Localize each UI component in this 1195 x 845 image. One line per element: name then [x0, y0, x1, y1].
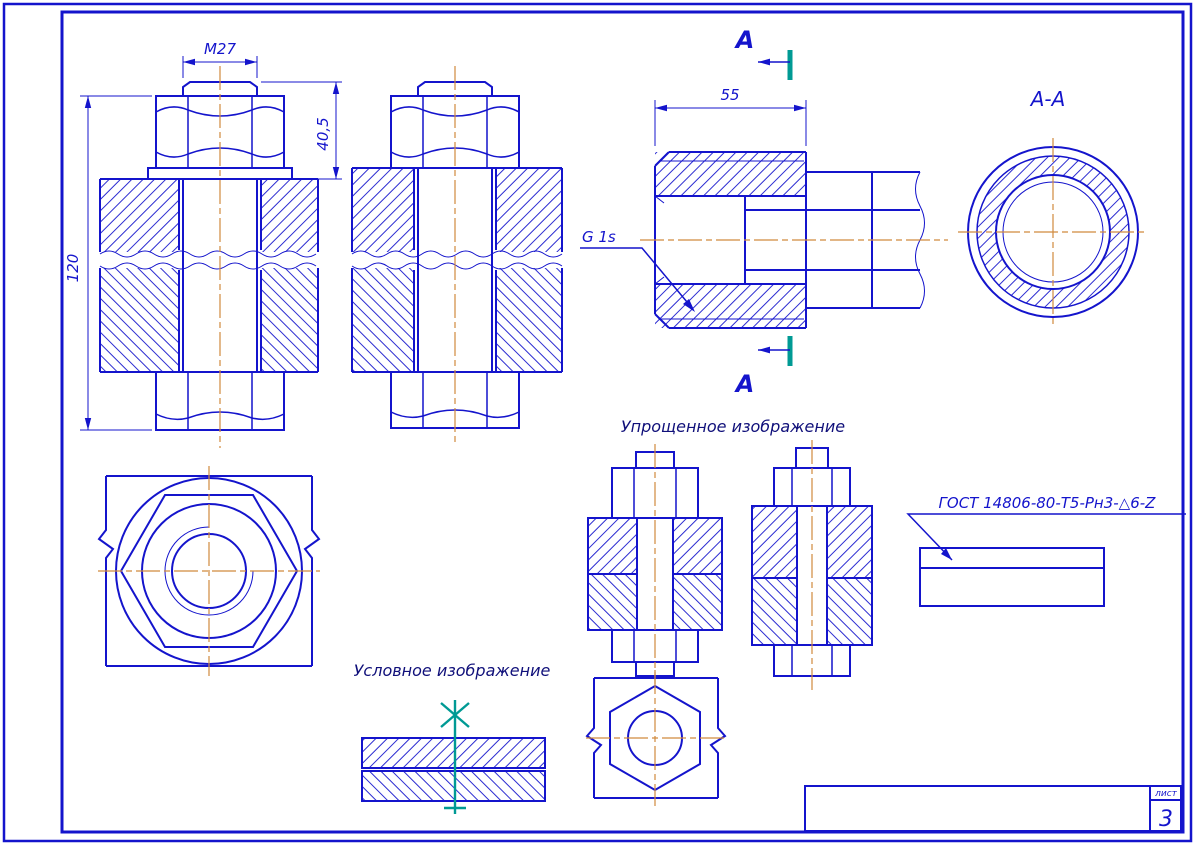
section-letter-bottom: А — [734, 370, 755, 398]
pipe-thread-label: G 1s — [582, 228, 616, 246]
simplified-nut-top-view — [585, 670, 727, 806]
dim-thread-label: M27 — [204, 40, 236, 58]
dim-stack-label: 40,5 — [314, 117, 332, 150]
simplified-caption: Упрощенное изображение — [621, 417, 845, 436]
section-letter-top: А — [734, 26, 755, 54]
weld-joint-detail: ГОСТ 14806-80-Т5-Рн3-△6-Z — [906, 494, 1186, 607]
bolt-assembly-section-view-2 — [351, 66, 563, 446]
section-view-label: А-А — [1029, 87, 1066, 111]
bolt-assembly-section-view: M27 40,5 120 — [64, 40, 342, 448]
conventional-view — [361, 700, 546, 814]
conventional-caption: Условное изображение — [354, 661, 551, 680]
section-aa-view: А-А — [958, 87, 1148, 328]
weld-designation-text: ГОСТ 14806-80-Т5-Рн3-△6-Z — [939, 494, 1157, 512]
dim-length-label: 120 — [64, 254, 82, 283]
drawing-frame — [60, 10, 1185, 834]
sheet-number: 3 — [1159, 807, 1173, 832]
simplified-view-2 — [751, 440, 873, 690]
title-block: лист 3 — [804, 785, 1182, 832]
pipe-fitting-section-view: 55 А А G 1s — [580, 26, 948, 398]
sheet-label: лист — [1154, 789, 1178, 799]
simplified-view-1 — [587, 444, 723, 684]
nut-top-view — [97, 466, 321, 676]
dim-fitting-length-label: 55 — [720, 86, 739, 104]
